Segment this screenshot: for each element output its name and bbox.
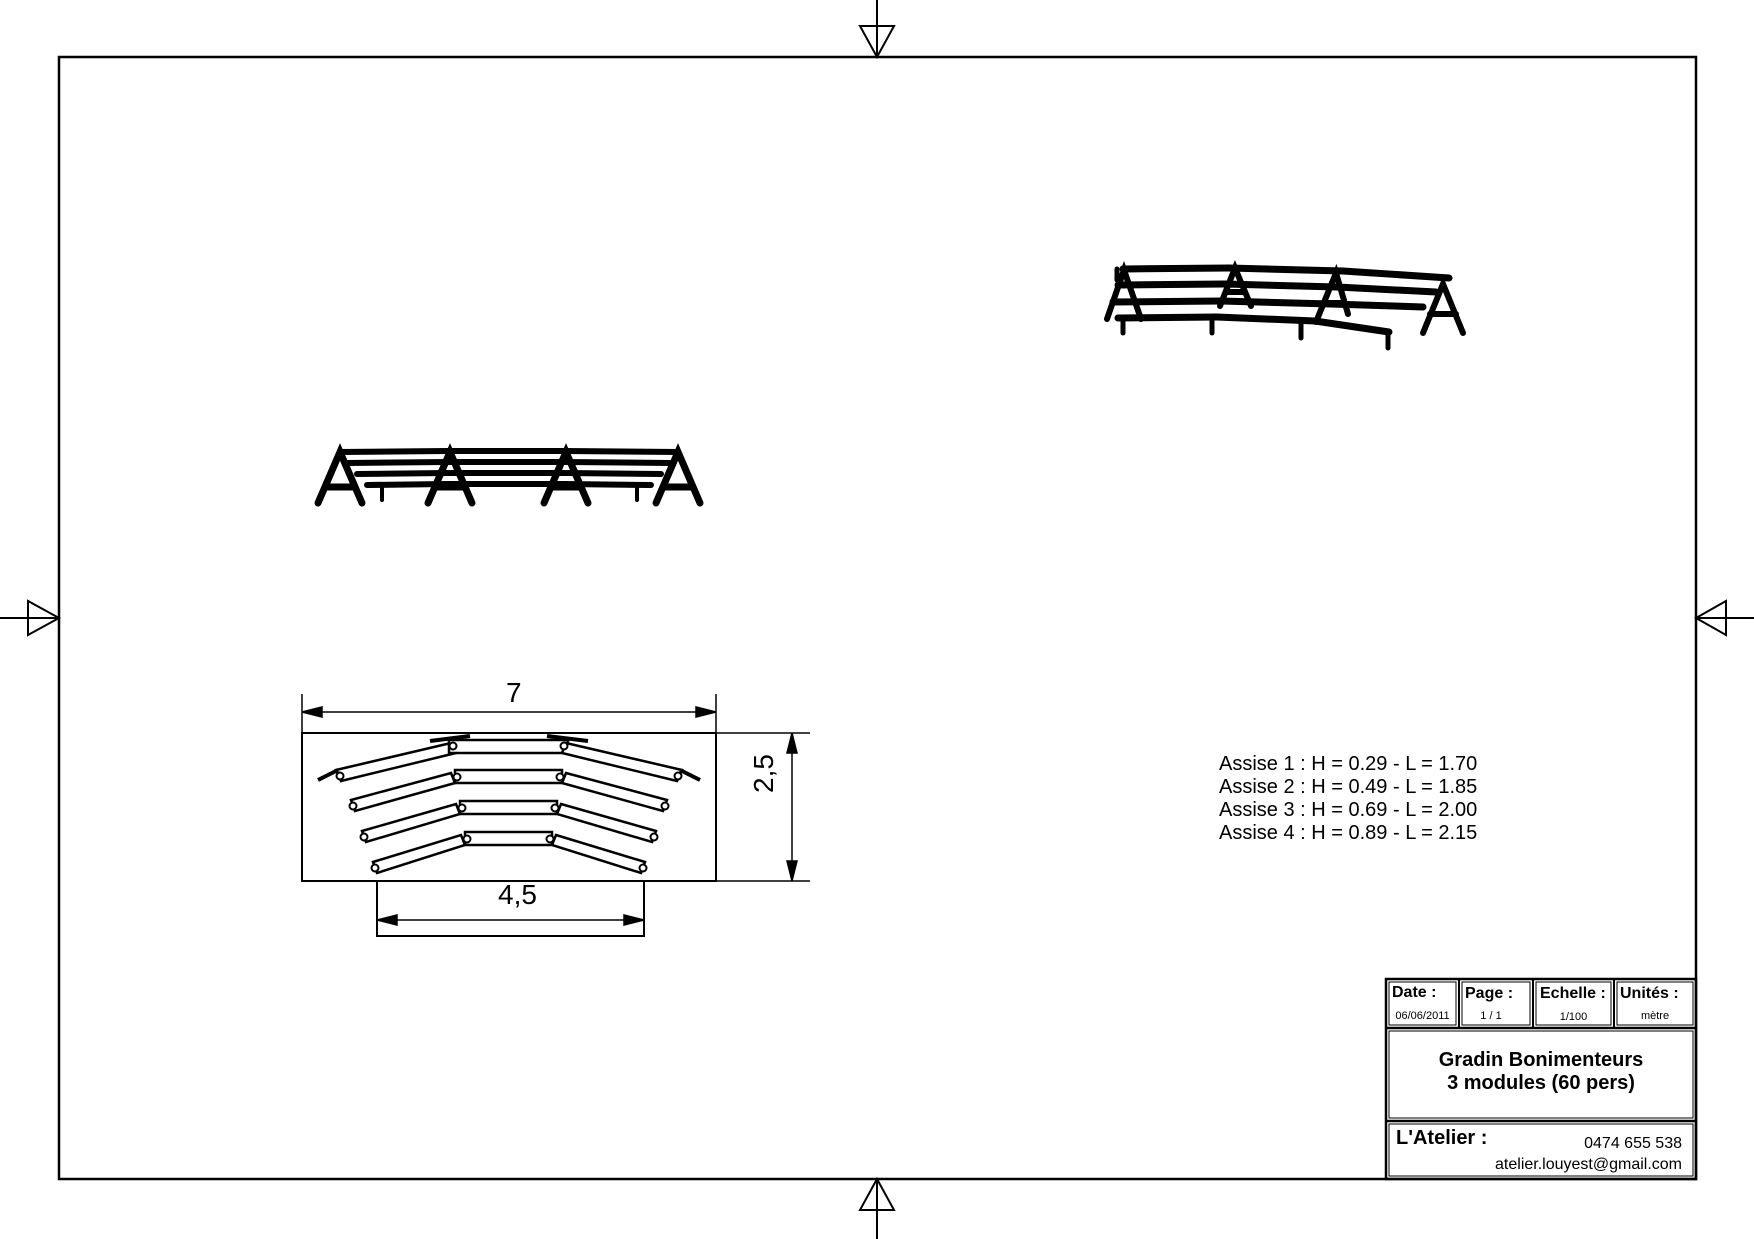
dimension-bottom-label: 4,5 (498, 879, 537, 910)
scale-value: 1/100 (1559, 1011, 1588, 1023)
drawing-title-line2: 3 modules (60 pers) (1447, 1072, 1635, 1094)
front-view (314, 443, 704, 507)
plan-base (376, 880, 645, 937)
note-line: Assise 1 : H = 0.29 - L = 1.70 (1219, 753, 1478, 775)
units-value: mètre (1640, 1010, 1670, 1022)
dimension-depth-label: 2,5 (748, 754, 779, 793)
date-value: 06/06/2011 (1395, 1010, 1450, 1022)
centering-mark-bottom (858, 1176, 896, 1239)
note-line: Assise 2 : H = 0.49 - L = 1.85 (1219, 776, 1478, 798)
drawing-title: Gradin Bonimenteurs 3 modules (60 pers) (1389, 1049, 1693, 1095)
page-value: 1 / 1 (1480, 1010, 1502, 1022)
page-label: Page : (1465, 985, 1514, 1002)
dimension-top-label: 7 (506, 677, 522, 708)
dimension-top (301, 694, 717, 733)
company-name: L'Atelier : (1396, 1127, 1488, 1149)
title-block (1384, 977, 1698, 1181)
date-label: Date : (1392, 984, 1437, 1001)
plan-view (301, 694, 810, 937)
iso-view (1104, 260, 1466, 351)
seating-notes: Assise 1 : H = 0.29 - L = 1.70 Assise 2 … (1219, 753, 1477, 845)
drawing-title-line1: Gradin Bonimenteurs (1438, 1049, 1644, 1071)
dimension-depth (716, 732, 810, 882)
centering-mark-top (858, 0, 896, 60)
dimension-bottom (376, 914, 645, 926)
centering-mark-right (1693, 599, 1754, 637)
company-email: atelier.louyest@gmail.com (1495, 1156, 1682, 1173)
scale-label: Echelle : (1540, 985, 1606, 1002)
note-line: Assise 3 : H = 0.69 - L = 2.00 (1219, 799, 1478, 821)
note-line: Assise 4 : H = 0.89 - L = 2.15 (1219, 822, 1478, 844)
company-phone: 0474 655 538 (1584, 1135, 1682, 1152)
units-label: Unités : (1620, 985, 1679, 1002)
centering-mark-left (0, 599, 62, 637)
